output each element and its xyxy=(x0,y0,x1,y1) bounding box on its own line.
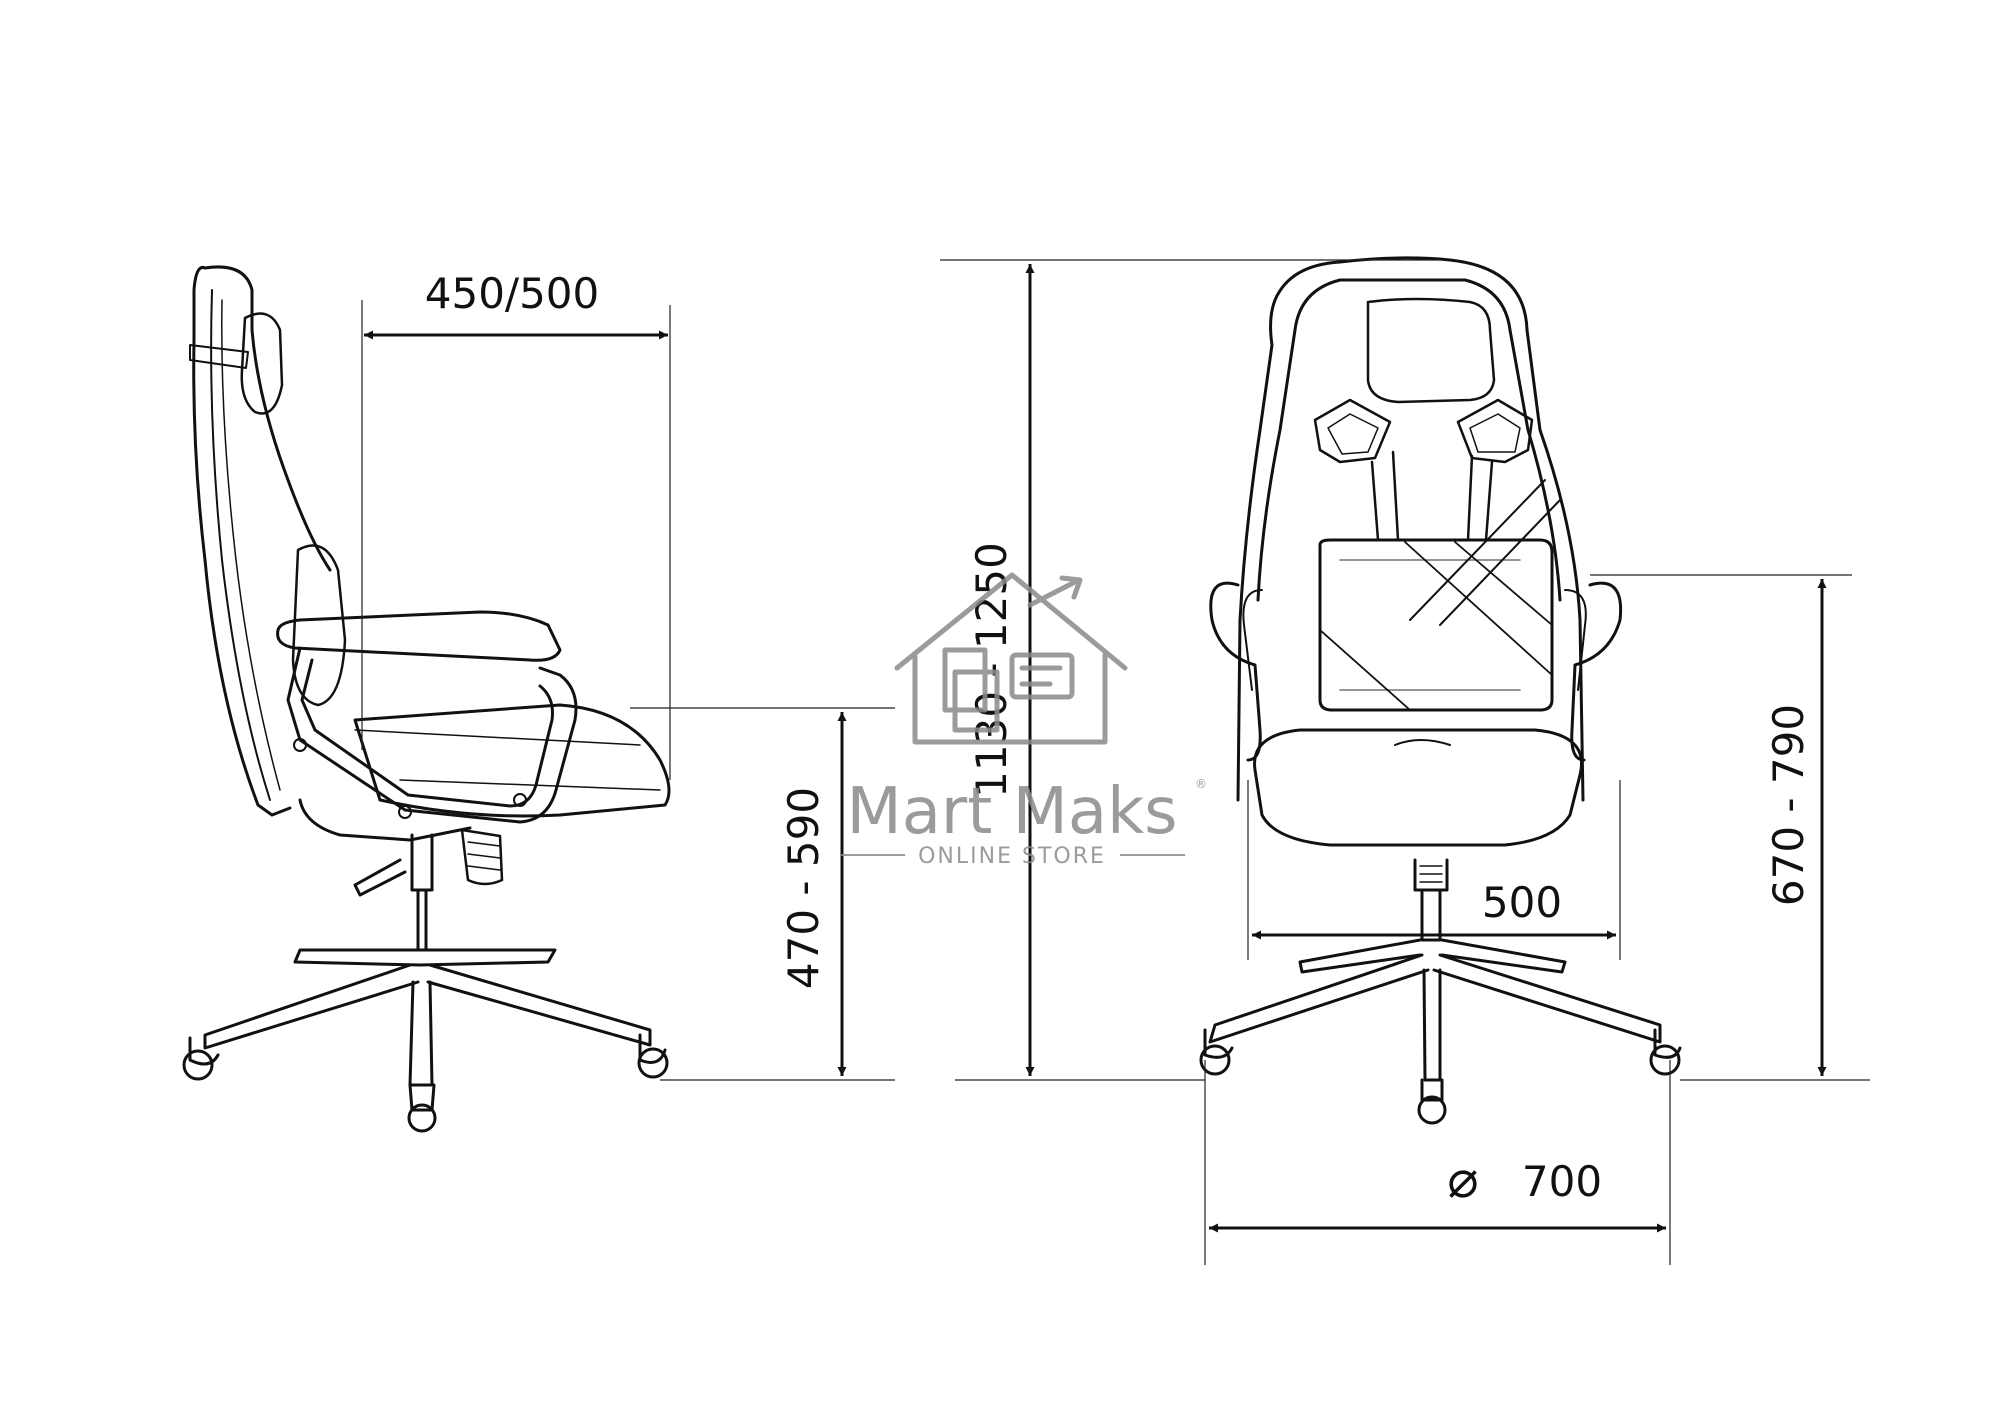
watermark: Mart Maks ® ONLINE STORE xyxy=(840,572,1207,869)
diameter-symbol: ⌀ xyxy=(1447,1150,1478,1210)
watermark-tagline: ONLINE STORE xyxy=(918,844,1106,869)
watermark-registered: ® xyxy=(1195,777,1207,791)
seat-height-label: 470 - 590 xyxy=(779,787,828,989)
chair-front-view xyxy=(1199,256,1682,1125)
watermark-brand: Mart Maks xyxy=(846,775,1177,849)
chair-side-view xyxy=(182,265,671,1133)
armrest-height-label: 670 - 790 xyxy=(1764,704,1813,906)
seat-width-label: 500 xyxy=(1482,878,1562,927)
house-store-icon xyxy=(894,572,1128,745)
seat-depth-label: 450/500 xyxy=(425,269,599,318)
base-diameter-label: 700 xyxy=(1522,1157,1602,1206)
dimension-lines xyxy=(361,259,1870,1265)
